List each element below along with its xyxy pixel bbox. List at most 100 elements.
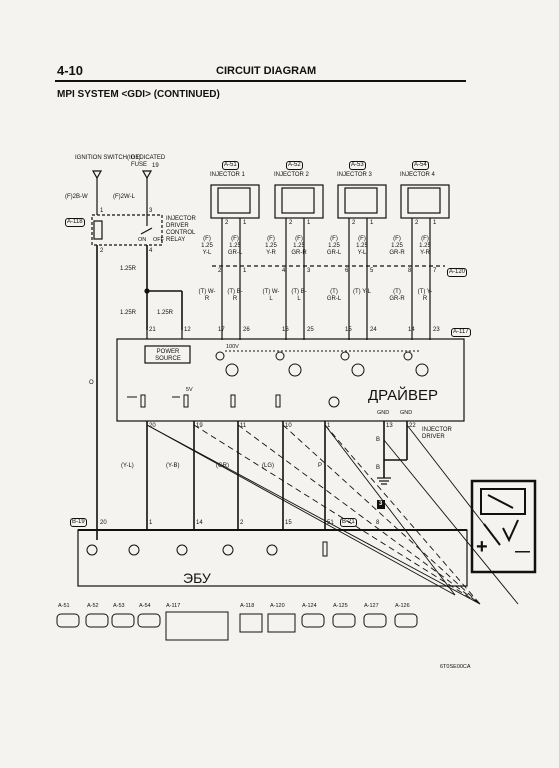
ecu-box — [77, 529, 468, 587]
inj1-wire-b: (F) 1.25 GR-L — [227, 236, 243, 256]
wire-125r-c: 1.25R — [157, 310, 174, 316]
injector-3 — [337, 184, 387, 219]
ecu-pin-8: 8 — [376, 520, 380, 526]
relay-on: ON — [138, 237, 147, 243]
multimeter — [470, 479, 537, 574]
meter-plus: + — [476, 536, 488, 558]
wire-2b-w: (F)2B-W — [65, 194, 88, 200]
inj1-jc-b: 1 — [243, 268, 247, 274]
driver-pin-10: 10 — [285, 423, 292, 429]
driver-100v: 100V — [226, 344, 239, 350]
legend-a117: A-117 — [166, 603, 181, 609]
ecu-ru-label: ЭБУ — [183, 570, 211, 586]
inj4-wire-a: (F) 1.25 GR-R — [389, 236, 405, 256]
inj4-connector: A-54 — [412, 161, 429, 170]
inj2-wire-a: (F) 1.25 Y-R — [265, 236, 277, 256]
inj2-name: INJECTOR 2 — [274, 172, 309, 178]
legend-a125: A-125 — [333, 603, 348, 609]
inj3-connector: A-53 — [349, 161, 366, 170]
fuse-terminal — [141, 170, 153, 180]
inj1-lwire-a: (T) W-R — [198, 289, 216, 302]
driver-gnd-2: GND — [400, 410, 413, 416]
inj4-lwire-b: (T) Y-R — [417, 289, 433, 302]
wire-lg: (LG) — [262, 463, 274, 469]
legend-a51: A-51 — [58, 603, 70, 609]
wire-y-b: (Y-B) — [166, 463, 180, 469]
inj3-pin-a: 2 — [352, 220, 356, 226]
relay-off: OFF — [153, 237, 164, 243]
ignition-terminal — [91, 170, 103, 180]
relay-pin-3: 3 — [149, 208, 153, 214]
inj4-pin-a: 2 — [415, 220, 419, 226]
legend-a120: A-120 — [270, 603, 285, 609]
inj2-connector: A-52 — [286, 161, 303, 170]
relay-pin-1: 1 — [100, 208, 104, 214]
section-title: CIRCUIT DIAGRAM — [216, 65, 317, 77]
fuse-number: 19 — [152, 163, 159, 169]
inj3-lwire-b: (T) Y-L — [353, 289, 372, 295]
legend-a124: A-124 — [302, 603, 317, 609]
ecu-pin-1: 1 — [149, 520, 153, 526]
ecu-pin-15: 15 — [285, 520, 292, 526]
legend-a54: A-54 — [139, 603, 151, 609]
inj2-pin-b: 1 — [307, 220, 311, 226]
inj3-wire-a: (F) 1.25 GR-L — [326, 236, 342, 256]
connector-legend — [56, 611, 418, 641]
inj4-name: INJECTOR 4 — [400, 172, 435, 178]
driver-connector-tag: A-117 — [451, 328, 471, 337]
inj3-lwire-a: (T) GR-L — [326, 289, 342, 302]
ecu-transistors — [86, 541, 328, 557]
legend-a126: A-126 — [395, 603, 410, 609]
inj1-jc-a: 2 — [218, 268, 222, 274]
driver-gnd-1: GND — [377, 410, 390, 416]
inj1-wire-a: (F) 1.25 Y-L — [201, 236, 213, 256]
driver-pin-21: 21 — [149, 327, 156, 333]
driver-pin-22: 22 — [409, 423, 416, 429]
inj2-wire-b: (F) 1.25 GR-R — [291, 236, 307, 256]
driver-pin-19: 19 — [196, 423, 203, 429]
inj1-pin-b: 1 — [243, 220, 247, 226]
wire-gr: (GR) — [216, 463, 229, 469]
power-source-label: POWER SOURCE — [155, 349, 181, 362]
injector-1 — [210, 184, 260, 219]
injector-2 — [274, 184, 324, 219]
inj2-jc-a: 4 — [282, 268, 286, 274]
inj4-lwire-a: (T) GR-R — [389, 289, 405, 302]
inj2-drv-a: 16 — [282, 327, 289, 333]
wire-o: O — [89, 380, 94, 386]
ecu-connector-b19: B-19 — [70, 518, 87, 527]
ecu-pin-2: 2 — [240, 520, 244, 526]
wire-y-l: (Y-L) — [121, 463, 134, 469]
inj3-name: INJECTOR 3 — [337, 172, 372, 178]
inj3-wire-b: (F) 1.25 Y-L — [356, 236, 368, 256]
inj4-wire-b: (F) 1.25 Y-R — [419, 236, 431, 256]
inj4-jc-b: 7 — [433, 268, 437, 274]
inj1-drv-a: 17 — [218, 327, 225, 333]
relay-label: INJECTOR DRIVER CONTROL RELAY — [166, 216, 196, 243]
inj1-pin-a: 2 — [225, 220, 229, 226]
driver-pin-12: 12 — [184, 327, 191, 333]
joint-connector-tag: A-120 — [447, 268, 468, 277]
driver-label: INJECTOR DRIVER — [422, 427, 452, 440]
subtitle: MPI SYSTEM <GDI> (CONTINUED) — [57, 89, 220, 100]
inj3-jc-a: 6 — [345, 268, 349, 274]
inj3-pin-b: 1 — [370, 220, 374, 226]
driver-pin-11: 11 — [240, 423, 247, 429]
legend-a127: A-127 — [364, 603, 379, 609]
injector-driver-box — [116, 338, 465, 422]
inj4-jc-a: 8 — [408, 268, 412, 274]
power-source-box — [144, 345, 191, 364]
inj3-drv-a: 15 — [345, 327, 352, 333]
inj3-jc-b: 5 — [370, 268, 374, 274]
inj4-pin-b: 1 — [433, 220, 437, 226]
ground-ref-number: 3 — [379, 501, 383, 507]
inj2-lwire-b: (T) B-L — [291, 289, 307, 302]
legend-a53: A-53 — [113, 603, 125, 609]
inj1-lwire-b: (T) B-R — [227, 289, 243, 302]
header-rule — [55, 80, 466, 82]
inj1-name: INJECTOR 1 — [210, 172, 245, 178]
injector-4 — [400, 184, 450, 219]
inj2-pin-a: 2 — [289, 220, 293, 226]
